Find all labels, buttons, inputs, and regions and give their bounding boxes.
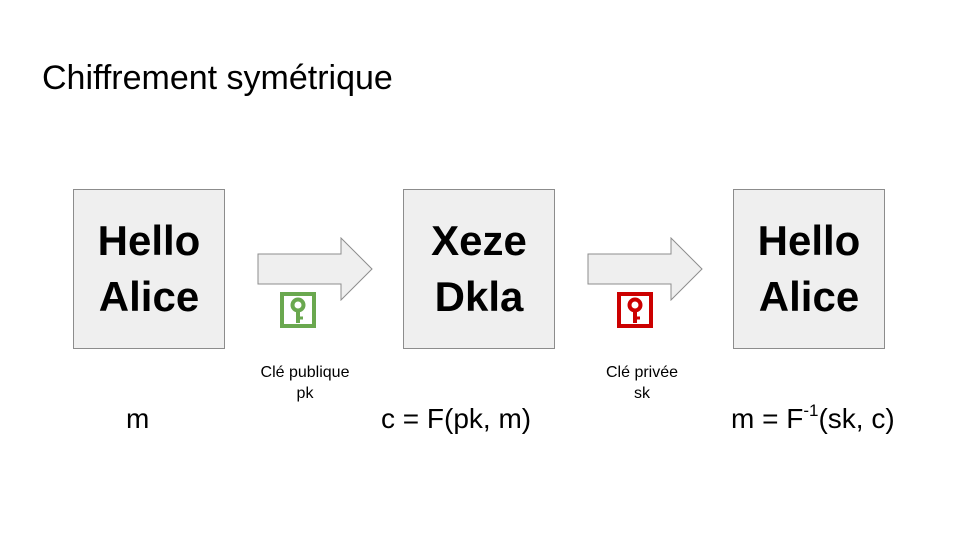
decrypted-box-label: Hello Alice — [757, 217, 861, 320]
decrypt-formula: m = F-1(sk, c) — [731, 402, 895, 436]
public-key-label: Clé publique pk — [260, 364, 350, 402]
decrypted-box: Hello Alice — [733, 189, 885, 349]
ciphertext-box-label: Xeze Dkla — [431, 217, 527, 320]
page-title: Chiffrement symétrique — [42, 59, 393, 97]
decrypt-formula-exponent: -1 — [803, 401, 819, 420]
decrypt-formula-suffix: (sk, c) — [818, 403, 895, 434]
decrypt-formula-prefix: m = F — [731, 403, 804, 434]
private-key-label: Clé privée sk — [605, 364, 679, 402]
private-key-icon — [617, 292, 653, 328]
encrypt-arrow — [257, 237, 373, 301]
decrypt-arrow — [587, 237, 703, 301]
plaintext-formula: m — [126, 403, 150, 434]
plaintext-box-label: Hello Alice — [97, 217, 201, 320]
encrypt-formula: c = F(pk, m) — [381, 403, 532, 434]
plaintext-box: Hello Alice — [73, 189, 225, 349]
ciphertext-box: Xeze Dkla — [403, 189, 555, 349]
public-key-icon — [280, 292, 316, 328]
